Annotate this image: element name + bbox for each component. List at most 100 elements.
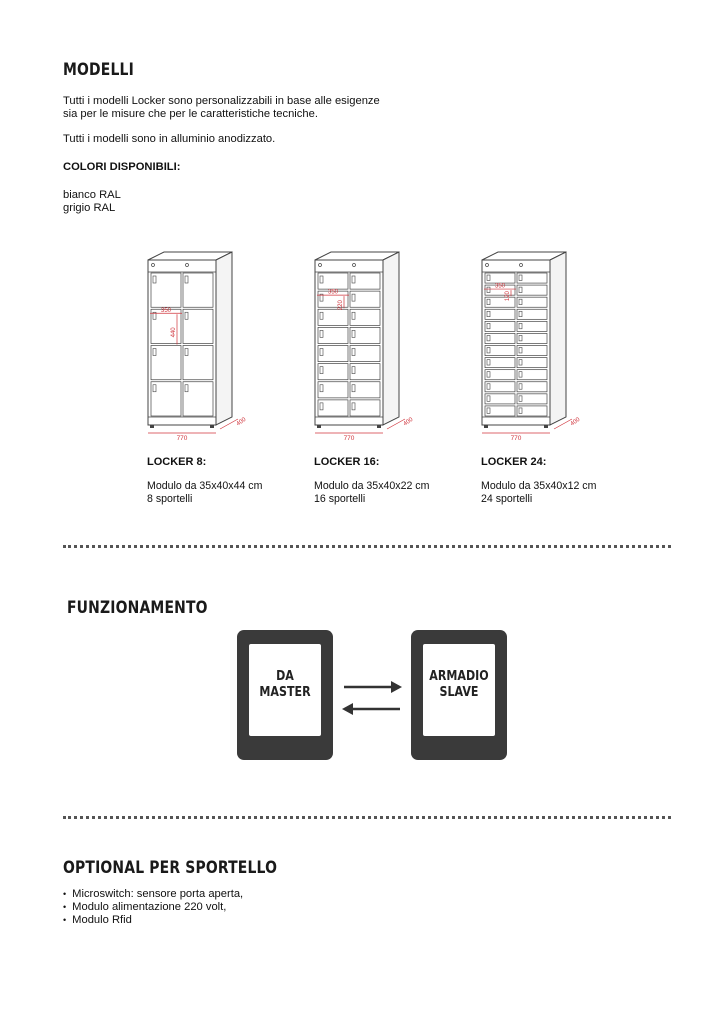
dimension-depth-line (219, 418, 239, 430)
cabinet-foot (317, 425, 321, 428)
master-device-screen (249, 644, 321, 736)
locker-door (349, 345, 381, 362)
master-device-label: DA MASTER (246, 668, 325, 700)
sync-arrows-icon (340, 675, 404, 719)
door-handle (486, 323, 491, 330)
slave-device-label: ARMADIO SLAVE (420, 668, 499, 700)
door-handle (518, 359, 523, 366)
door-handle (486, 298, 491, 305)
modelli-intro-line-2: sia per le misure che per le caratterist… (63, 108, 318, 120)
locker-door (349, 290, 381, 308)
door-handle (319, 311, 324, 320)
door-handle (184, 311, 189, 320)
locker-16-doors: 16 sportelli (314, 493, 366, 505)
locker-8-module: Modulo da 35x40x44 cm (147, 480, 263, 492)
locker-8-label: LOCKER 8: (147, 456, 207, 468)
locker-door (516, 405, 548, 417)
colors-title: COLORI DISPONIBILI: (63, 161, 181, 173)
locker-door (182, 345, 214, 381)
dimension-height-label: 220 (338, 300, 344, 311)
slave-device-screen (423, 644, 495, 736)
door-handle (518, 274, 523, 281)
locker-door (484, 357, 516, 369)
dotted-divider (63, 545, 671, 548)
door-handle (486, 335, 491, 342)
dimension-width-label: 350 (495, 284, 506, 290)
locker-door (317, 308, 349, 326)
lock-icon (519, 263, 523, 267)
door-handle (319, 384, 324, 393)
locker-door (182, 308, 214, 344)
door-handle (184, 348, 189, 356)
door-handle (518, 310, 523, 318)
optional-list: Microswitch: sensore porta aperta, Modul… (63, 888, 243, 927)
door-handle (486, 371, 491, 378)
locker-16-module: Modulo da 35x40x22 cm (314, 480, 430, 492)
door-handle (518, 298, 523, 305)
list-item: Modulo Rfid (63, 914, 243, 927)
locker-door (349, 363, 381, 381)
locker-door (484, 405, 516, 417)
dimension-depth-label: 400 (570, 416, 582, 427)
dimension-height-label: 440 (171, 327, 177, 338)
lock-icon (352, 263, 356, 267)
door-handle (319, 348, 324, 356)
locker-door (484, 320, 516, 332)
door-handle (351, 402, 356, 411)
locker-door (484, 369, 516, 381)
master-device-icon: DA MASTER (237, 630, 333, 760)
locker-door (349, 399, 381, 417)
dimension-total-label: 770 (344, 435, 355, 442)
door-handle (319, 293, 324, 302)
cabinet-foot (210, 425, 214, 428)
locker-door (484, 333, 516, 344)
door-handle (152, 311, 157, 320)
door-handle (486, 274, 491, 281)
door-handle (351, 330, 356, 338)
locker-16-label: LOCKER 16: (314, 456, 380, 468)
locker-door (317, 381, 349, 399)
dimension-depth-label: 400 (403, 416, 415, 427)
door-handle (486, 359, 491, 366)
door-handle (518, 286, 523, 293)
dimension-total-label: 770 (177, 435, 188, 442)
door-handle (486, 383, 491, 390)
door-handle (518, 347, 523, 354)
dimension-width-label: 350 (328, 290, 339, 296)
door-handle (518, 395, 523, 402)
locker-door (317, 345, 349, 362)
list-item: Microswitch: sensore porta aperta, (63, 888, 243, 901)
lock-icon (185, 263, 189, 267)
door-handle (351, 293, 356, 302)
door-handle (351, 348, 356, 356)
dimension-width-label: 350 (161, 308, 172, 314)
slave-device-icon: ARMADIO SLAVE (411, 630, 507, 760)
locker-door (516, 272, 548, 284)
slave-device-label-line-2: SLAVE (439, 684, 479, 700)
door-handle (351, 366, 356, 374)
locker-24-label: LOCKER 24: (481, 456, 547, 468)
locker-door (484, 308, 516, 320)
locker-door (182, 381, 214, 417)
locker-24-doors: 24 sportelli (481, 493, 533, 505)
locker-door (349, 381, 381, 399)
locker-door (150, 381, 182, 417)
color-item-white: bianco RAL (63, 189, 121, 201)
locker-door (349, 327, 381, 344)
door-handle (518, 371, 523, 378)
locker-door (317, 327, 349, 344)
dimension-depth-label: 400 (236, 416, 248, 427)
locker-door (317, 363, 349, 381)
door-handle (486, 407, 491, 414)
master-device-label-line-2: MASTER (259, 684, 311, 700)
locker-door (317, 272, 349, 290)
door-handle (518, 323, 523, 330)
locker-8-doors: 8 sportelli (147, 493, 193, 505)
locker-door (317, 399, 349, 417)
door-handle (518, 407, 523, 414)
lock-icon (485, 263, 489, 267)
list-item: Modulo alimentazione 220 volt, (63, 901, 243, 914)
locker-8-drawing: 350 440 770 400 (130, 245, 280, 445)
locker-door (516, 333, 548, 344)
modelli-title: MODELLI (63, 60, 134, 80)
